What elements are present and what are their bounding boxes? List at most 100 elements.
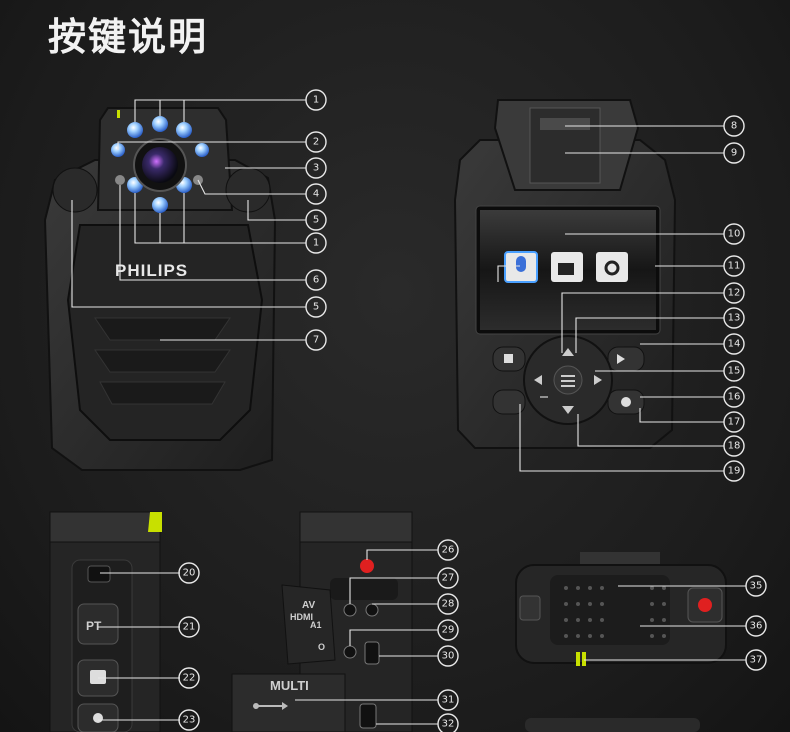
voice-record-button[interactable] [492,389,526,415]
svg-text:5: 5 [313,302,319,313]
next-icon [594,375,602,385]
callout-5b: 5 [305,296,327,318]
callout-28: 28 [437,593,459,615]
leader-lines [71,99,746,725]
screen-icons [504,251,628,283]
usb-icon [253,702,288,710]
callout-36: 36 [745,615,767,637]
svg-text:21: 21 [183,622,196,633]
callout-6: 6 [305,269,327,291]
svg-text:32: 32 [442,719,455,730]
callout-37: 37 [745,649,767,671]
svg-text:18: 18 [728,441,741,452]
callout-3: 3 [305,157,327,179]
svg-text:4: 4 [313,189,319,200]
svg-text:28: 28 [442,599,455,610]
svg-text:26: 26 [442,545,455,556]
svg-text:20: 20 [183,568,196,579]
svg-text:3: 3 [313,163,319,174]
svg-text:5: 5 [313,215,319,226]
svg-text:36: 36 [750,621,763,632]
callout-35: 35 [745,575,767,597]
prev-icon [534,375,542,385]
svg-text:16: 16 [728,392,741,403]
callout-19: 19 [723,460,745,482]
svg-text:27: 27 [442,573,455,584]
svg-text:6: 6 [313,275,319,286]
callout-20: 20 [178,562,200,584]
callout-2: 2 [305,131,327,153]
callout-5: 5 [305,209,327,231]
svg-text:12: 12 [728,288,741,299]
callout-11: 11 [723,255,745,277]
svg-text:23: 23 [183,715,196,726]
back-view [453,99,677,449]
svg-text:19: 19 [728,466,741,477]
brand-logo: PHILIPS [115,261,188,280]
callout-8: 8 [723,115,745,137]
callout-1b: 1 [305,232,327,254]
callout-30: 30 [437,645,459,667]
svg-text:35: 35 [750,581,763,592]
ptt-button[interactable] [77,603,119,645]
play-pause-button[interactable] [607,346,645,372]
record-indicator [360,559,374,573]
svg-text:9: 9 [731,148,737,159]
multi-port-label: MULTI [270,678,309,693]
callout-32: 32 [437,713,459,732]
callout-1: 1 [305,89,327,111]
callout-9: 9 [723,142,745,164]
svg-text:15: 15 [728,366,741,377]
svg-text:8: 8 [731,121,737,132]
svg-text:7: 7 [313,335,319,346]
svg-text:10: 10 [728,229,741,240]
page-title: 按键说明 [48,15,209,59]
callout-17: 17 [723,411,745,433]
callout-12: 12 [723,282,745,304]
callout-7: 7 [305,329,327,351]
svg-text:PT: PT [86,619,102,633]
speaker-grille [564,586,666,638]
svg-text:1: 1 [313,238,319,249]
callout-26: 26 [437,539,459,561]
side-view-ports: AV HDMI A1 O MULTI [231,511,413,732]
svg-text:29: 29 [442,625,455,636]
callout-4: 4 [305,183,327,205]
callout-31: 31 [437,689,459,711]
svg-text:17: 17 [728,417,741,428]
callout-27: 27 [437,567,459,589]
top-view [515,552,727,732]
callout-10: 10 [723,223,745,245]
av-port [343,603,357,617]
svg-text:1: 1 [313,95,319,106]
up-icon [562,348,574,356]
down-icon [562,406,574,414]
camera-icon [596,252,628,282]
svg-text:AV: AV [302,600,315,611]
front-view: PHILIPS [43,107,277,471]
svg-text:31: 31 [442,695,455,706]
svg-text:13: 13 [728,313,741,324]
side-view-left: PT [49,511,162,732]
callout-badges: 1 2 3 4 5 1 6 5 7 8 9 10 11 12 13 14 15 … [178,89,767,732]
callout-23: 23 [178,709,200,731]
callout-22: 22 [178,667,200,689]
svg-text:22: 22 [183,673,196,684]
svg-text:14: 14 [728,339,741,350]
callout-18: 18 [723,435,745,457]
callout-21: 21 [178,616,200,638]
hdmi-port [364,641,380,665]
usb-port [359,703,377,729]
callout-14: 14 [723,333,745,355]
svg-text:O: O [318,642,325,652]
svg-text:30: 30 [442,651,455,662]
callout-16: 16 [723,386,745,408]
callout-13: 13 [723,307,745,329]
svg-text:2: 2 [313,137,319,148]
callout-15: 15 [723,360,745,382]
svg-text:HDMI: HDMI [290,612,313,622]
svg-text:37: 37 [750,655,763,666]
svg-text:A1: A1 [310,620,322,630]
